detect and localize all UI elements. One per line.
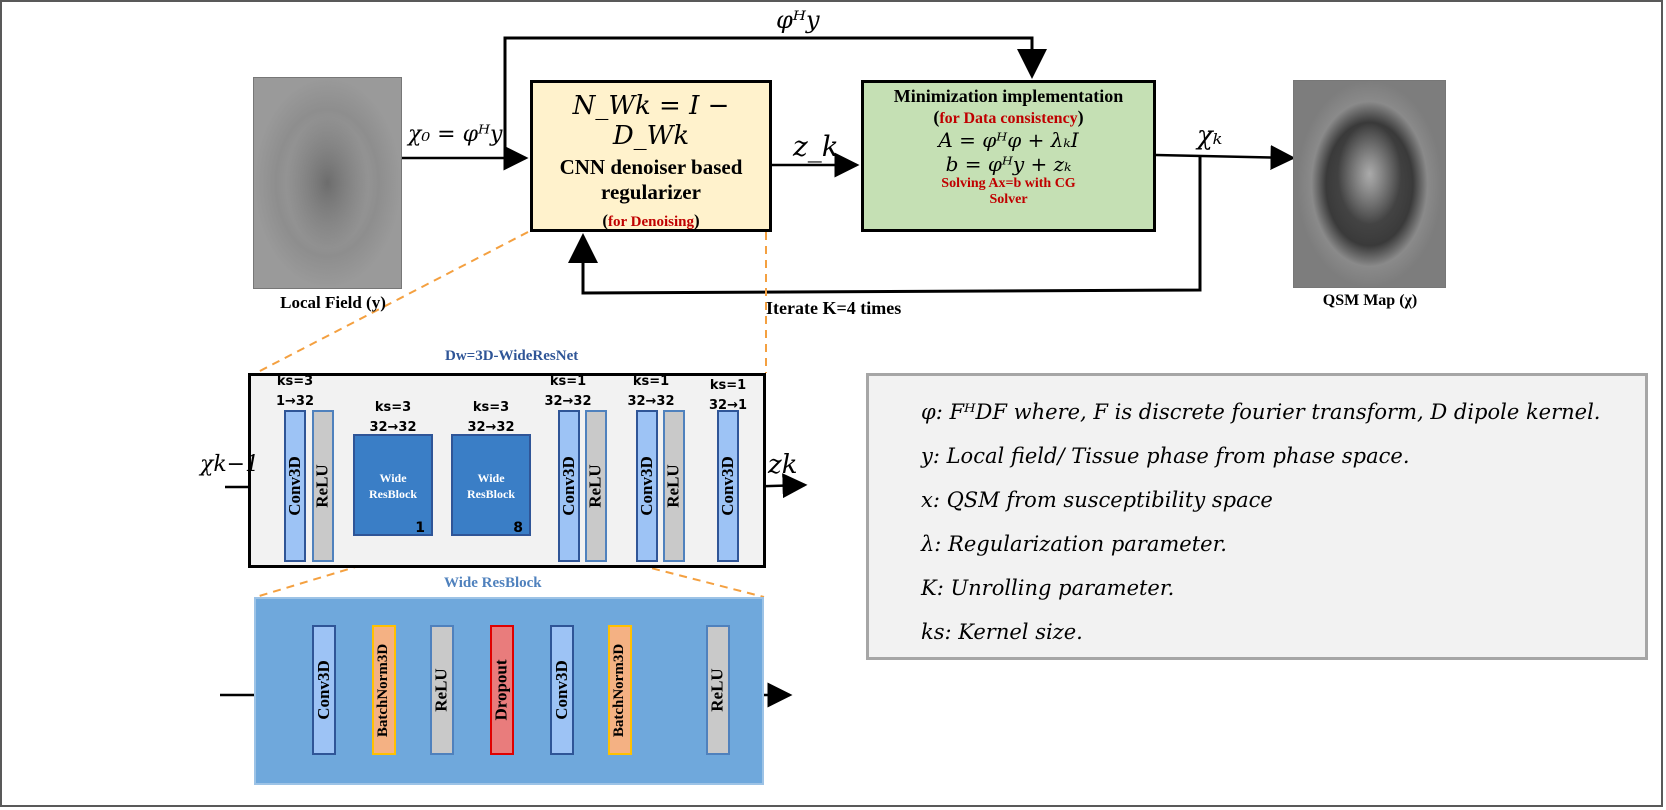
net-conv3d-3: Conv3D [636, 410, 658, 562]
resblock-8-number: 8 [513, 520, 523, 536]
legend-ks: ks: Kernel size. [921, 620, 1083, 644]
cnn-title-line1: CNN denoiser based [559, 155, 743, 179]
min-subtitle: (for Data consistency) [864, 107, 1153, 128]
wrb-batchnorm-1: BatchNorm3D [372, 625, 396, 755]
ks-annotation-4: ks=1 32→32 [533, 372, 603, 412]
eq-a: A = φᴴφ + λₖI [938, 128, 1079, 152]
wrb-relu-1-label: ReLU [432, 668, 452, 712]
chik-arrow [1155, 145, 1296, 171]
ks-1-kernel: ks=3 [276, 374, 314, 389]
net-conv3d-2-label: Conv3D [559, 456, 579, 516]
wrb-relu-2-label: ReLU [708, 668, 728, 712]
local-field-image [253, 77, 402, 289]
top-feedback-arrow [503, 36, 1047, 158]
wrb-relu-1: ReLU [430, 625, 454, 755]
solve-line2: Solver [989, 192, 1028, 207]
wrb-batchnorm-2: BatchNorm3D [608, 625, 632, 755]
ks-annotation-2: ks=3 32→32 [358, 398, 428, 438]
chik-label: χₖ [1197, 121, 1223, 151]
net-conv3d-4-label: Conv3D [718, 456, 738, 516]
wrb-conv3d-2: Conv3D [550, 625, 574, 755]
ks-annotation-5: ks=1 32→32 [616, 372, 686, 412]
ks-5-channels: 32→32 [627, 394, 675, 409]
zoom-line-right-2 [529, 536, 765, 598]
network-input-label: χk−1 [200, 452, 260, 477]
ks-2-kernel: ks=3 [374, 400, 412, 415]
iterate-loop-arrow [568, 155, 1202, 295]
ks-2-channels: 32→32 [369, 420, 417, 435]
net-relu-1: ReLU [312, 410, 334, 562]
net-relu-3-label: ReLU [664, 464, 684, 508]
zk-label: z_k [793, 130, 839, 163]
cnn-subtitle-text: for Denoising [608, 214, 694, 230]
min-subtitle-open: ( [933, 107, 940, 127]
net-conv3d-2: Conv3D [558, 410, 580, 562]
qsm-map-image [1293, 80, 1446, 288]
cnn-subtitle-open: ( [602, 211, 608, 230]
wrb-dropout-label: Dropout [492, 659, 511, 721]
net-conv3d-3-label: Conv3D [637, 456, 657, 516]
wrb-relu-2: ReLU [706, 625, 730, 755]
ks-5-kernel: ks=1 [632, 374, 670, 389]
local-field-caption: Local Field (y) [280, 293, 386, 312]
ks-4-kernel: ks=1 [549, 374, 587, 389]
qsm-map-caption: QSM Map (χ) [1322, 292, 1418, 309]
wrb-conv3d-1: Conv3D [312, 625, 336, 755]
iterate-label: Iterate K=4 times [766, 298, 902, 318]
resblock-8-line1: Wide [477, 471, 505, 485]
cnn-subtitle-close: ) [693, 211, 700, 230]
net-conv3d-1-label: Conv3D [285, 456, 305, 516]
net-relu-2-label: ReLU [586, 464, 606, 508]
wrb-conv3d-2-label: Conv3D [552, 660, 572, 720]
resblock-1-line1: Wide [379, 471, 407, 485]
wrb-dropout: Dropout [490, 625, 514, 755]
net-relu-2: ReLU [585, 410, 607, 562]
top-feedback-label: φᴴy [776, 6, 820, 34]
legend-k: K: Unrolling parameter. [921, 576, 1175, 600]
legend-phi: φ: FᴴDF where, F is discrete fourier tra… [921, 400, 1601, 424]
legend-x: x: QSM from susceptibility space [921, 488, 1273, 512]
ks-annotation-1: ks=3 1→32 [260, 372, 330, 412]
resblock-1-line2: ResBlock [369, 487, 417, 501]
legend-y: y: Local field/ Tissue phase from phase … [921, 444, 1410, 468]
net-relu-3: ReLU [663, 410, 685, 562]
network-title: Dw=3D-WideResNet [445, 348, 579, 364]
min-title: Minimization implementation [893, 86, 1124, 106]
legend-box: φ: FᴴDF where, F is discrete fourier tra… [866, 373, 1648, 660]
ks-annotation-3: ks=3 32→32 [456, 398, 526, 438]
ks-3-channels: 32→32 [467, 420, 515, 435]
wide-resblock-1: Wide ResBlock 1 [353, 434, 433, 536]
min-subtitle-close: ) [1077, 107, 1084, 127]
cnn-denoiser-box: N_Wk = I − D_Wk CNN denoiser based regul… [530, 80, 772, 232]
resblock-1-number: 1 [415, 520, 425, 536]
net-relu-1-label: ReLU [313, 464, 333, 508]
ks-6-kernel: ks=1 [709, 378, 747, 393]
cnn-formula: N_Wk = I − D_Wk [572, 91, 730, 151]
wide-resblock-8: Wide ResBlock 8 [451, 434, 531, 536]
ks-3-kernel: ks=3 [472, 400, 510, 415]
ks-1-channels: 1→32 [275, 394, 315, 409]
minimization-box: Minimization implementation (for Data co… [861, 80, 1156, 232]
wrb-batchnorm-1-label: BatchNorm3D [375, 643, 392, 737]
wrb-batchnorm-2-label: BatchNorm3D [611, 643, 628, 737]
solve-line1: Solving Ax=b with CG [941, 176, 1076, 191]
eq-b: b = φᴴy + zₖ [945, 152, 1072, 176]
resblock-8-line2: ResBlock [467, 487, 515, 501]
cnn-subtitle: (for Denoising) [533, 211, 769, 231]
cnn-title-line2: regularizer [601, 180, 701, 204]
wrb-conv3d-1-label: Conv3D [314, 660, 334, 720]
ks-4-channels: 32→32 [544, 394, 592, 409]
ks-annotation-6: ks=1 32→1 [693, 376, 763, 416]
chi0-formula: χ₀ = φᴴy [408, 122, 503, 147]
network-output-label: zk [768, 450, 798, 480]
net-conv3d-4: Conv3D [717, 410, 739, 562]
net-conv3d-1: Conv3D [284, 410, 306, 562]
wide-resblock-title: Wide ResBlock [444, 575, 542, 591]
legend-lambda: λ: Regularization parameter. [921, 532, 1227, 556]
min-subtitle-text: for Data consistency [939, 110, 1078, 127]
ks-6-channels: 32→1 [708, 398, 748, 413]
zoom-line-left [255, 231, 529, 374]
